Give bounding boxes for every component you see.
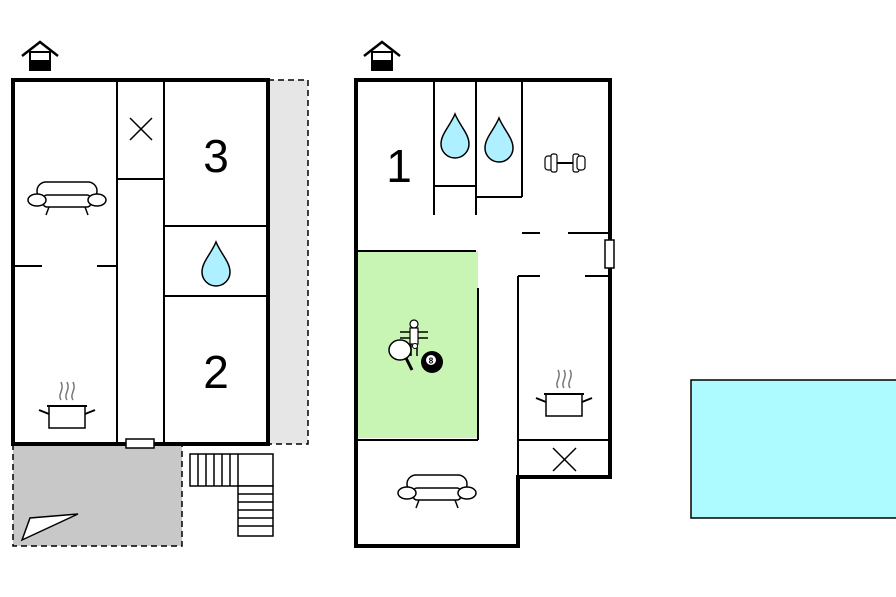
room-number-3: 3 bbox=[203, 130, 229, 182]
entrance-house-icon bbox=[362, 40, 402, 72]
stairs-icon bbox=[189, 453, 274, 537]
water-drop-icon bbox=[484, 117, 514, 163]
billiard-ball-icon: 8 bbox=[421, 351, 443, 373]
right-building: 1 8 bbox=[354, 40, 615, 548]
storage-cross-icon bbox=[552, 447, 577, 472]
right-side-door bbox=[604, 239, 615, 269]
storage-cross-icon bbox=[129, 117, 153, 141]
room-number-1: 1 bbox=[386, 140, 412, 192]
room-number-2: 2 bbox=[203, 346, 229, 398]
cooking-pot-icon bbox=[535, 369, 593, 417]
sofa-icon bbox=[27, 181, 107, 216]
sofa-icon bbox=[397, 474, 477, 509]
water-drop-icon bbox=[440, 113, 470, 159]
left-building: 3 2 bbox=[11, 40, 309, 547]
pool bbox=[690, 379, 896, 519]
cooking-pot-icon bbox=[38, 381, 96, 429]
billiard-ball-number: 8 bbox=[429, 357, 434, 366]
entrance-house-icon bbox=[20, 40, 60, 72]
side-strip bbox=[268, 80, 308, 444]
dumbbell-icon bbox=[544, 153, 586, 173]
water-drop-icon bbox=[201, 241, 231, 287]
left-entrance-door bbox=[125, 438, 155, 449]
table-tennis-icon bbox=[388, 339, 418, 371]
terrace-triangle-icon bbox=[20, 513, 79, 542]
